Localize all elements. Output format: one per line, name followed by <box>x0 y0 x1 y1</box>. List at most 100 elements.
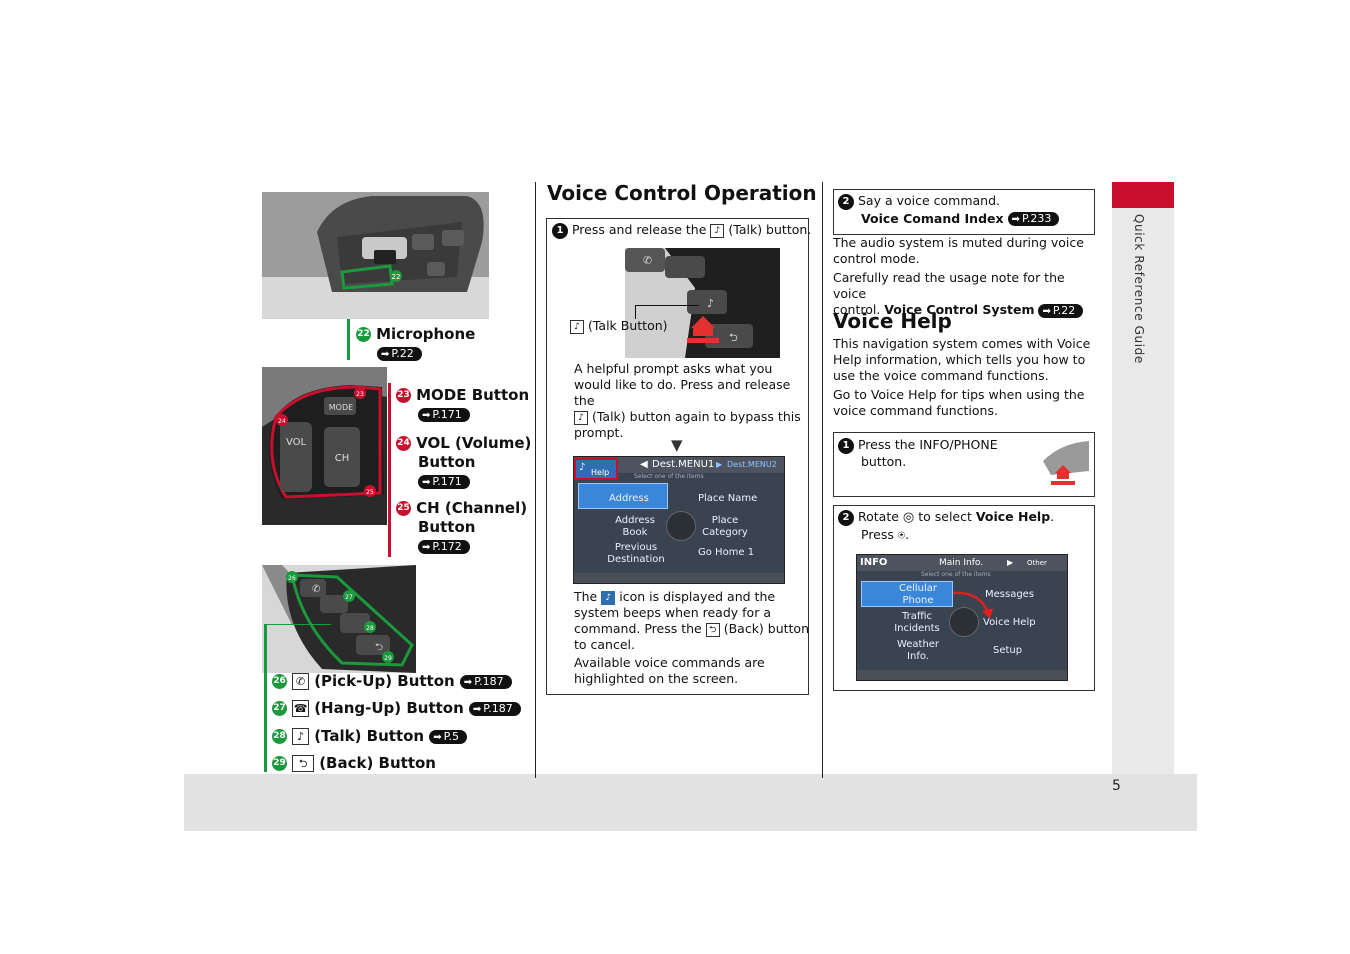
pickup-callout: 26 ✆ (Pick-Up) Button P.187 <box>272 671 512 690</box>
talk-icon: ♪ <box>710 223 725 238</box>
svg-text:28: 28 <box>366 625 374 632</box>
dest-item-address[interactable]: Address <box>609 493 649 504</box>
step1-text: 1 Press and release the ♪ (Talk) button. <box>552 222 811 239</box>
vol-callout: 24 VOL (Volume) Button P.171 <box>396 433 531 490</box>
dest-item-place-name[interactable]: Place Name <box>698 493 758 504</box>
hangup-icon: ☎ <box>292 700 310 717</box>
svg-text:22: 22 <box>392 273 401 281</box>
icon-line3-before: command. Press the <box>574 621 702 636</box>
callout-number-23: 23 <box>396 388 411 403</box>
voice-help-line: This navigation system comes with Voice <box>833 336 1091 351</box>
icon-line3-after: (Back) button <box>723 621 810 636</box>
dest-item-previous-destination[interactable]: Previous Destination <box>607 542 665 565</box>
pickup-icon: ✆ <box>292 673 310 690</box>
side-tab-accent <box>1112 182 1174 208</box>
voice-control-system-ref[interactable]: P.22 <box>1038 303 1084 318</box>
menu-arrow-right-icon: ▶ <box>716 460 723 469</box>
info-item-traffic-incidents[interactable]: Traffic Incidents <box>894 611 940 634</box>
column-rule-2 <box>822 182 823 778</box>
info-label: INFO <box>860 557 888 568</box>
info-item-setup[interactable]: Setup <box>993 645 1023 656</box>
voice-help-heading: Voice Help <box>833 309 952 333</box>
info-item-weather-info[interactable]: Weather Info. <box>896 639 940 662</box>
svg-text:26: 26 <box>288 575 296 582</box>
available-line: highlighted on the screen. <box>574 671 739 686</box>
svg-text:⮌: ⮌ <box>375 642 383 653</box>
vol-page-ref[interactable]: P.171 <box>418 474 470 489</box>
dest-item-highlight <box>578 483 668 509</box>
ch-page-ref[interactable]: P.172 <box>418 539 470 554</box>
overhead-console-photo: 22 <box>262 192 489 319</box>
microphone-callout: 22 Microphone P.22 <box>356 324 475 362</box>
info-item-voice-help[interactable]: Voice Help <box>983 617 1036 628</box>
menu-arrow-left-icon: ◀ <box>640 459 648 470</box>
side-tab <box>1112 182 1174 774</box>
back-icon: ⮌ <box>705 622 720 637</box>
dest-menu-bottom-bar <box>574 573 784 583</box>
help-icon-highlight[interactable]: ♪ Help <box>574 458 618 480</box>
voice-command-index-ref[interactable]: P.233 <box>1007 212 1060 226</box>
mode-page-ref[interactable]: P.171 <box>418 407 470 422</box>
back-title: (Back) Button <box>319 754 436 772</box>
icon-line: command. Press the ⮌ (Back) button <box>574 621 810 637</box>
steering-controls-left-photo: MODE VOL CH 23 24 25 <box>262 367 387 525</box>
info-item-messages[interactable]: Messages <box>985 589 1035 600</box>
down-arrow-icon: ▼ <box>671 436 683 454</box>
pickup-page-ref[interactable]: P.187 <box>459 674 512 689</box>
interface-dial-icon: ◎ <box>902 510 915 525</box>
voice-help-line: voice command functions. <box>833 403 998 418</box>
hangup-page-ref[interactable]: P.187 <box>468 701 521 716</box>
info-item-cellular-phone[interactable]: Cellular Phone <box>898 583 938 606</box>
careful-line: Carefully read the usage note for the vo… <box>833 270 1065 301</box>
dest-item-place-category[interactable]: Place Category <box>702 515 748 538</box>
wheel-right-leader-h <box>265 624 331 625</box>
callout-number-27: 27 <box>272 701 287 716</box>
mode-callout: 23 MODE Button P.171 <box>396 385 529 423</box>
svg-text:27: 27 <box>345 594 353 601</box>
callout-number-24: 24 <box>396 436 411 451</box>
careful-line2-text: control. <box>833 302 881 317</box>
vol-title-line2: Button <box>418 453 476 471</box>
info-step2-to-select: to select <box>918 509 972 524</box>
talk-icon: ♪ <box>574 410 588 425</box>
info-menu-bottom-bar <box>857 670 1067 680</box>
talk-leader-v <box>635 305 636 319</box>
prompt-paragraph: A helpful prompt asks what you would lik… <box>574 361 806 441</box>
dest-menu-title2[interactable]: Dest.MENU2 <box>727 460 777 469</box>
voice-help-line: Go to Voice Help for tips when using the <box>833 387 1085 402</box>
voice-help-line: use the voice command functions. <box>833 368 1049 383</box>
info-menu-screen: INFO Main Info. ▶ Other Select one of th… <box>856 554 1068 681</box>
ch-key-label: CH <box>335 453 350 464</box>
prompt-line: ♪ (Talk) button again to bypass this <box>574 409 806 425</box>
footer-band <box>184 774 1197 831</box>
mode-title: MODE Button <box>416 386 530 404</box>
microphone-page-ref[interactable]: P.22 <box>377 346 422 361</box>
interface-dial-press-icon: ⍟ <box>897 528 906 542</box>
back-callout: 29 ⮌ (Back) Button <box>272 753 436 772</box>
callout-number-29: 29 <box>272 756 287 771</box>
talk-title: (Talk) Button <box>314 727 425 745</box>
svg-text:♪: ♪ <box>707 297 714 310</box>
info-menu-other[interactable]: Other <box>1027 559 1047 567</box>
info-phone-button-icon <box>1041 441 1091 487</box>
ch-title: CH (Channel) <box>416 499 528 517</box>
info-step2-rotate: Rotate <box>857 509 899 524</box>
prompt-line: would like to do. Press and release the <box>574 377 791 408</box>
voice-icon: ♪ <box>601 590 616 605</box>
dest-item-address-book[interactable]: Address Book <box>615 515 655 538</box>
rotate-arrow-icon <box>952 591 993 619</box>
talk-page-ref[interactable]: P.5 <box>429 729 468 744</box>
voice-command-index-label: Voice Comand Index <box>861 210 1004 226</box>
page-number: 5 <box>1112 778 1121 794</box>
dest-menu-dial-icon <box>666 511 696 541</box>
mode-key-label: MODE <box>329 403 353 412</box>
voice-control-heading: Voice Control Operation <box>547 181 817 205</box>
ch-callout: 25 CH (Channel) Button P.172 <box>396 498 527 555</box>
side-tab-label[interactable]: Quick Reference Guide <box>1132 214 1146 364</box>
icon-line1-after: icon is displayed and the <box>619 589 776 604</box>
muted-line: control mode. <box>833 251 920 266</box>
icon-line1-before: The <box>574 589 598 604</box>
icon-line: to cancel. <box>574 637 635 652</box>
icon-paragraph: The ♪ icon is displayed and the system b… <box>574 589 810 687</box>
dest-item-go-home[interactable]: Go Home 1 <box>698 547 755 558</box>
